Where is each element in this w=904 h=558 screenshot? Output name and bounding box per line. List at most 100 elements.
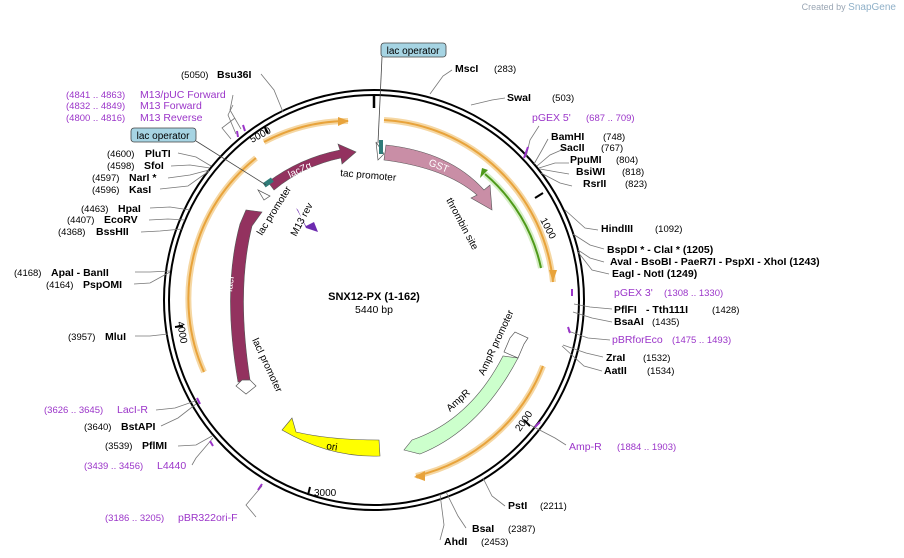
lac-operator-box-top bbox=[380, 42, 447, 58]
enzyme-aatii-pos: (1534) bbox=[647, 366, 674, 377]
tick-label-3000: 3000 bbox=[314, 488, 337, 499]
primer-m13fwd-pos: (4832 .. 4849) bbox=[66, 101, 125, 112]
enzyme-rsrii: RsrII bbox=[583, 178, 606, 190]
enzyme-bstapi-pos: (3640) bbox=[84, 422, 111, 433]
enzyme-tth111i: - Tth111I bbox=[646, 304, 688, 316]
primer-m13rev: M13 Reverse bbox=[140, 112, 203, 124]
lacza-feature bbox=[267, 143, 357, 191]
enzyme-swai: SwaI bbox=[507, 92, 531, 104]
ampr-promoter-arrow bbox=[503, 331, 529, 359]
enzyme-apai-pos: (4168) bbox=[14, 268, 41, 279]
primer-m13rev-pos: (4800 .. 4816) bbox=[66, 113, 125, 124]
primer-pbr322ori: pBR322ori-F bbox=[178, 512, 238, 524]
lac-operator-leader-top bbox=[377, 56, 383, 144]
enzyme-ahdi-pos: (2453) bbox=[481, 537, 508, 548]
primer-pbr322ori-pos: (3186 .. 3205) bbox=[105, 513, 164, 524]
primer-pbrforeco: pBRforEco bbox=[612, 334, 663, 346]
laci-feature bbox=[230, 209, 263, 383]
thrombin-site-label: thrombin site bbox=[443, 196, 480, 252]
m13-rev-label: M13 rev bbox=[289, 201, 316, 238]
primer-laci-r-pos: (3626 .. 3645) bbox=[44, 405, 103, 416]
enzyme-kasi-pos: (4596) bbox=[92, 185, 119, 196]
left-leaders bbox=[133, 73, 284, 518]
tac-promoter-label: tac promoter bbox=[340, 168, 398, 184]
enzyme-sfoi: SfoI bbox=[144, 160, 164, 172]
orf-arc-laci bbox=[187, 157, 257, 373]
enzyme-swai-pos: (503) bbox=[552, 93, 574, 104]
laci-label: lacI bbox=[224, 276, 237, 293]
enzyme-sacii-pos: (767) bbox=[601, 143, 623, 154]
plasmid-length: 5440 bp bbox=[355, 304, 393, 316]
ori-feature bbox=[281, 417, 381, 457]
enzyme-pflmi-pos: (3539) bbox=[105, 441, 132, 452]
primer-laci-r: LacI-R bbox=[117, 404, 148, 416]
enzyme-group-xhoi: AvaI - BsoBI - PaeR7I - PspXI - XhoI (12… bbox=[610, 256, 820, 268]
orf-arc-ampr bbox=[415, 365, 544, 477]
enzyme-psti-pos: (2211) bbox=[540, 501, 567, 512]
enzyme-bsu36i: Bsu36I bbox=[217, 69, 252, 81]
enzyme-zrai: ZraI bbox=[606, 352, 625, 364]
enzyme-group-noti: EagI - NotI (1249) bbox=[612, 268, 697, 280]
enzyme-rsrii-pos: (823) bbox=[625, 179, 647, 190]
lac-promoter-arrow bbox=[257, 189, 271, 201]
primer-pgex3: pGEX 3' bbox=[614, 287, 653, 299]
green-arc bbox=[484, 173, 542, 269]
primer-m13puc: M13/pUC Forward bbox=[140, 89, 226, 101]
lac-operator-leader-left bbox=[195, 140, 267, 186]
tick-3000: 3000 bbox=[307, 486, 337, 499]
primer-pbrforeco-pos: (1475 .. 1493) bbox=[672, 335, 731, 346]
enzyme-mlui: MluI bbox=[105, 331, 126, 343]
enzyme-ahdi: AhdI bbox=[444, 536, 467, 548]
orf-arc-lacza-arrowhead bbox=[338, 117, 349, 126]
primer-ampr: Amp-R bbox=[569, 441, 602, 453]
enzyme-ecorv-pos: (4407) bbox=[67, 215, 94, 226]
enzyme-pflfi: PflFI bbox=[614, 304, 637, 316]
enzyme-ecorv: EcoRV bbox=[104, 214, 138, 226]
enzyme-zrai-pos: (1532) bbox=[643, 353, 670, 364]
primer-m13puc-pos: (4841 .. 4863) bbox=[66, 90, 125, 101]
enzyme-aatii: AatII bbox=[604, 365, 627, 377]
enzyme-hindiii: HindIII bbox=[601, 223, 633, 235]
snapgene-logo-text: SnapGene bbox=[848, 2, 896, 13]
enzyme-pflfi-pos: (1428) bbox=[712, 305, 739, 316]
enzyme-bsiwi-pos: (818) bbox=[622, 167, 644, 178]
enzyme-msci: MscI bbox=[455, 63, 478, 75]
enzyme-bsshii: BssHII bbox=[96, 226, 129, 238]
enzyme-bsiwi: BsiWI bbox=[576, 166, 605, 178]
primer-pgex3-pos: (1308 .. 1330) bbox=[664, 288, 723, 299]
enzyme-msci-pos: (283) bbox=[494, 64, 516, 75]
enzyme-kasi: KasI bbox=[129, 184, 151, 196]
tick-4000: 4000 bbox=[174, 321, 189, 345]
ampr-feature bbox=[403, 355, 519, 455]
enzyme-bsaai-pos: (1435) bbox=[652, 317, 679, 328]
gst-feature bbox=[383, 144, 493, 211]
backbone-outer bbox=[163, 89, 585, 511]
enzyme-hpai: HpaI bbox=[118, 203, 141, 215]
lac-operator-label-top: lac operator bbox=[387, 46, 440, 57]
lac-operator-box-left bbox=[130, 127, 197, 143]
enzyme-pluti-pos: (4600) bbox=[107, 149, 134, 160]
enzyme-pspomi: PspOMI bbox=[83, 279, 122, 291]
lac-operator-label-left: lac operator bbox=[137, 131, 190, 142]
enzyme-bsshii-pos: (4368) bbox=[58, 227, 85, 238]
enzyme-bsaai: BsaAI bbox=[614, 316, 644, 328]
enzyme-nari: NarI * bbox=[129, 172, 157, 184]
enzyme-apai: ApaI - BanII bbox=[51, 267, 109, 279]
enzyme-bsai-pos: (2387) bbox=[508, 524, 535, 535]
plasmid-name: SNX12-PX (1-162) bbox=[328, 291, 420, 303]
enzyme-nari-pos: (4597) bbox=[92, 173, 119, 184]
enzyme-hindiii-pos: (1092) bbox=[655, 224, 682, 235]
orf-arc-laci-halo bbox=[185, 155, 258, 374]
right-leaders bbox=[429, 69, 613, 541]
primer-pgex5: pGEX 5' bbox=[532, 112, 571, 124]
tick-label-4000: 4000 bbox=[174, 321, 189, 345]
primer-m13fwd: M13 Forward bbox=[140, 100, 202, 112]
m13-rev-arrow bbox=[296, 208, 318, 232]
orf-arc-lacza-halo bbox=[262, 118, 349, 145]
enzyme-sacii: SacII bbox=[560, 142, 585, 154]
enzyme-bsai: BsaI bbox=[472, 523, 494, 535]
primer-l4440: L4440 bbox=[157, 460, 186, 472]
ori-label: ori bbox=[326, 441, 339, 453]
primer-pgex5-pos: (687 .. 709) bbox=[586, 113, 635, 124]
